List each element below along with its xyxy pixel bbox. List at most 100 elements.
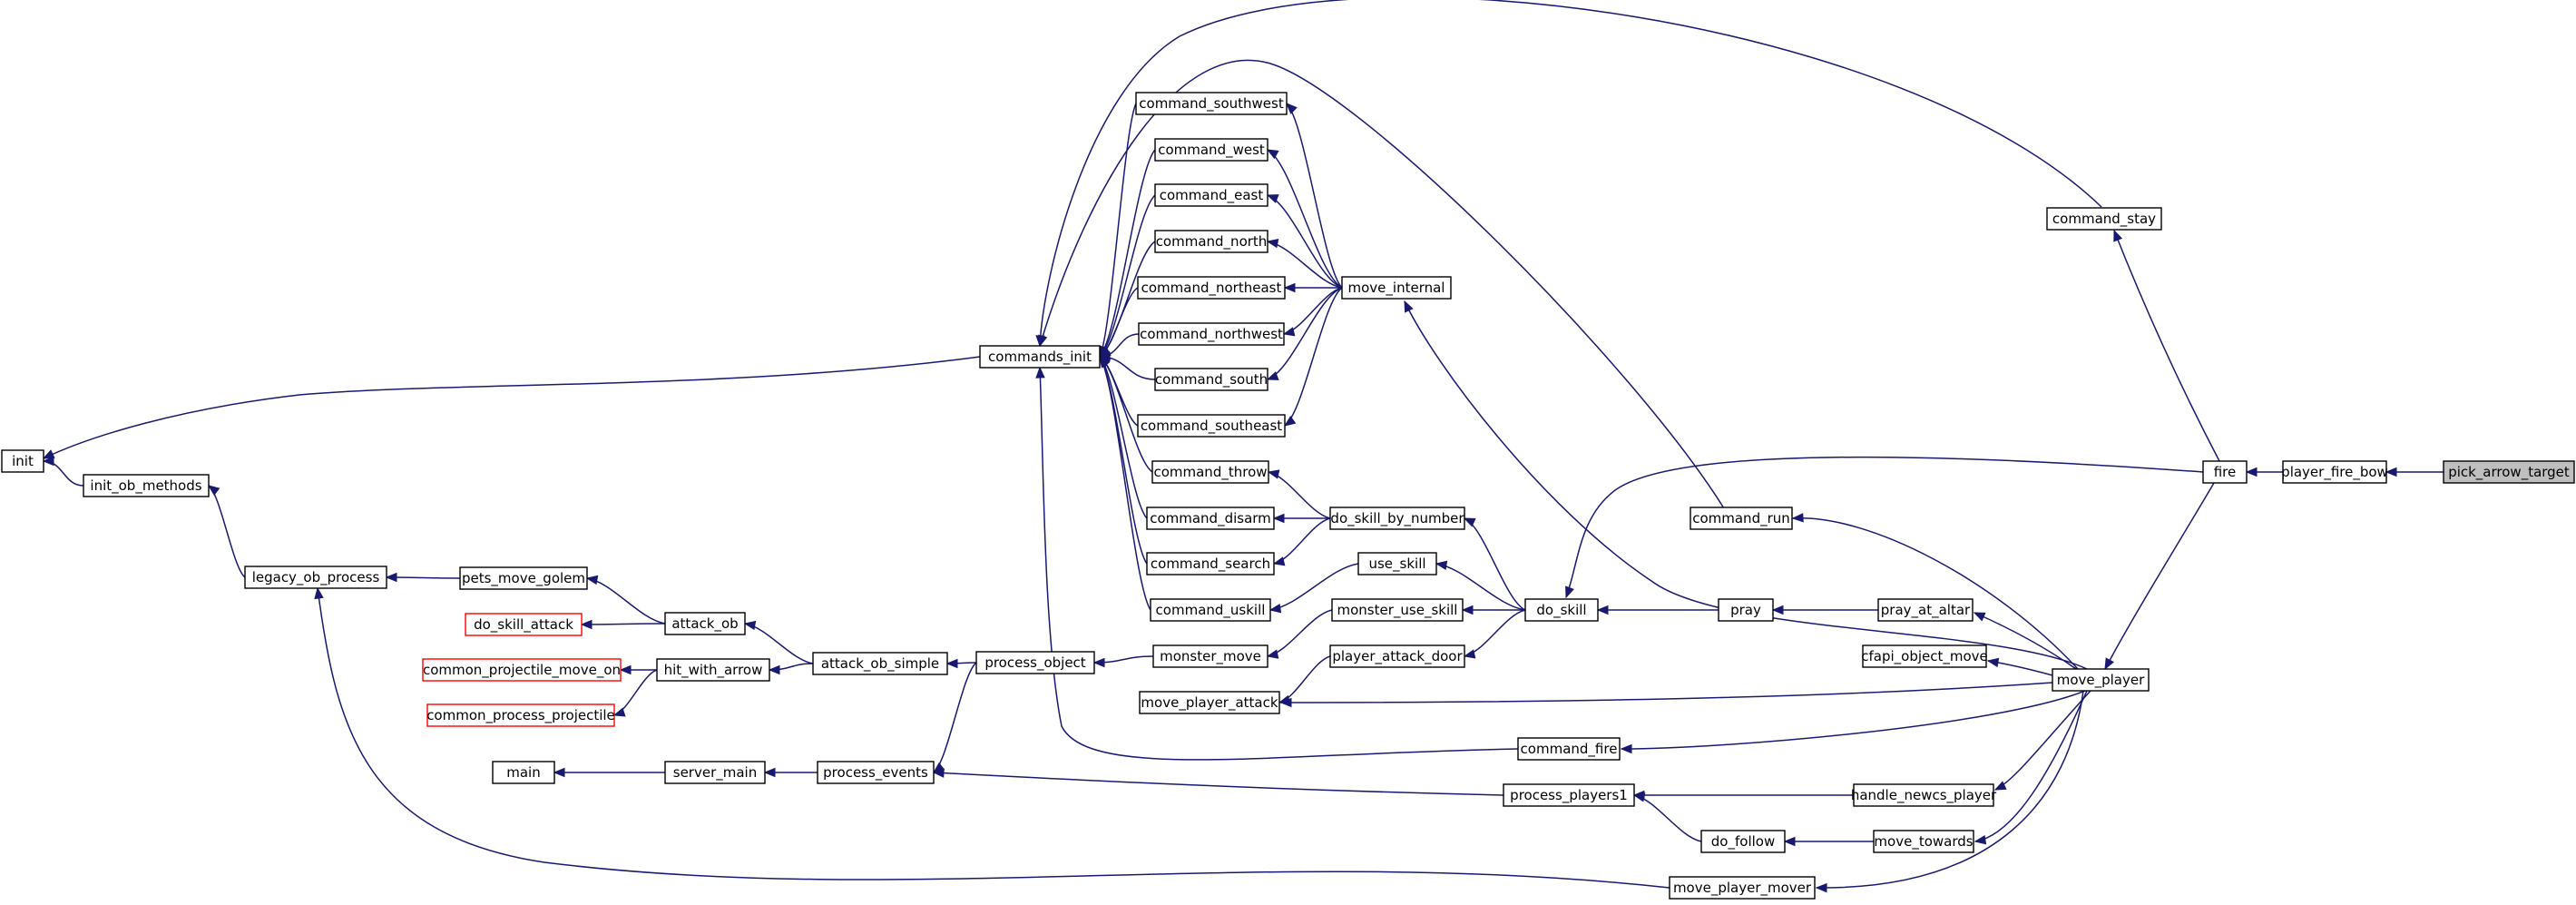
node-box (1135, 92, 1288, 115)
node-move-internal[interactable]: move_internal (1341, 276, 1452, 300)
node-attack-ob[interactable]: attack_ob (664, 612, 746, 635)
node-do-skill-attack[interactable]: do_skill_attack (465, 613, 583, 636)
node-command-south[interactable]: command_south (1154, 368, 1268, 391)
edge-line (1280, 682, 2053, 703)
node-command-fire[interactable]: command_fire (1517, 737, 1621, 761)
node-label: cfapi_object_move (1861, 648, 1988, 665)
node-player-attack-door[interactable]: player_attack_door (1329, 644, 1465, 668)
node-handle-newcs-player[interactable]: handle_newcs_player (1851, 783, 1997, 807)
node-command-search[interactable]: command_search (1146, 552, 1275, 575)
node-label: command_east (1160, 187, 1264, 204)
node-label: init (12, 453, 34, 469)
node-command-uskill[interactable]: command_uskill (1150, 598, 1271, 622)
node-monster-use-skill[interactable]: monster_use_skill (1331, 598, 1464, 622)
edge-arrowhead (1974, 834, 1987, 845)
edge-line (1565, 456, 2204, 598)
node-box (979, 345, 1101, 369)
node-box (1690, 507, 1793, 530)
edge-arrowhead (1272, 556, 1286, 566)
node-command-southwest[interactable]: command_southwest (1135, 92, 1288, 115)
node-init[interactable]: init (1, 449, 44, 473)
edge-arrowhead (1993, 781, 2007, 791)
node-move-player[interactable]: move_player (2052, 668, 2150, 692)
node-move-towards[interactable]: move_towards (1873, 830, 1974, 853)
edge-line (1404, 300, 2088, 670)
node-command-east[interactable]: command_east (1154, 183, 1268, 207)
edge-line (1284, 287, 1343, 427)
edge-arrowhead (1463, 649, 1476, 659)
node-process-object[interactable]: process_object (975, 651, 1095, 674)
node-common-projectile-move-on[interactable]: common_projectile_move_on (422, 658, 622, 682)
edge-pray-to-do_skill (1596, 605, 1719, 615)
node-player-fire-bow[interactable]: player_fire_bow (2281, 460, 2388, 484)
node-command-west[interactable]: command_west (1154, 138, 1268, 162)
node-command-southeast[interactable]: command_southeast (1137, 414, 1286, 438)
edge-process_events-to-server_main (763, 767, 818, 778)
edge-do_skill-to-player_attack_door (1463, 609, 1526, 659)
edge-arrowhead (1815, 882, 1827, 893)
node-legacy-ob-process[interactable]: legacy_ob_process (244, 566, 387, 589)
node-command-northeast[interactable]: command_northeast (1137, 276, 1286, 300)
edge-player_attack_door-to-move_player_attack (1278, 655, 1331, 705)
edge-line (1273, 517, 1331, 565)
node-move-player-mover[interactable]: move_player_mover (1669, 876, 1816, 900)
edge-fire-to-command_stay (2113, 229, 2220, 462)
node-box (1718, 598, 1774, 622)
node-label: pray_at_altar (1881, 602, 1971, 619)
edge-line (1816, 690, 2084, 889)
node-command-stay[interactable]: command_stay (2046, 207, 2162, 231)
node-server-main[interactable]: server_main (664, 761, 766, 784)
edge-arrowhead (553, 767, 565, 778)
node-main[interactable]: main (492, 761, 555, 784)
node-do-follow[interactable]: do_follow (1700, 830, 1786, 853)
node-fire[interactable]: fire (2202, 460, 2248, 484)
node-box (2443, 460, 2575, 484)
edge-line (586, 577, 666, 625)
node-label: main (506, 764, 540, 781)
node-process-events[interactable]: process_events (817, 761, 935, 784)
edge-move_internal-to-command_west (1266, 149, 1343, 289)
node-command-north[interactable]: command_north (1154, 230, 1268, 253)
node-label: common_process_projectile (426, 707, 615, 724)
node-process-players1[interactable]: process_players1 (1503, 783, 1635, 807)
node-command-throw[interactable]: command_throw (1151, 460, 1269, 484)
node-pray[interactable]: pray (1718, 598, 1774, 622)
node-command-disarm[interactable]: command_disarm (1146, 507, 1275, 530)
edge-line (744, 623, 814, 664)
edge-line (1994, 690, 2091, 791)
node-do-skill[interactable]: do_skill (1524, 598, 1599, 622)
node-pick-arrow-target[interactable]: pick_arrow_target (2443, 460, 2575, 484)
edge-line (1099, 149, 1156, 358)
node-box (1154, 183, 1268, 207)
edge-move_player_mover-to-legacy_ob_process (314, 586, 1670, 889)
node-pets-move-golem[interactable]: pets_move_golem (459, 566, 588, 590)
node-box (1154, 138, 1268, 162)
edge-move_internal-to-command_southwest (1286, 103, 1343, 289)
node-commands-init[interactable]: commands_init (979, 345, 1101, 369)
node-common-process-projectile[interactable]: common_process_projectile (426, 703, 615, 727)
edge-arrowhead (1565, 585, 1574, 599)
edge-arrowhead (1266, 649, 1279, 659)
node-attack-ob-simple[interactable]: attack_ob_simple (812, 652, 948, 675)
node-hit-with-arrow[interactable]: hit_with_arrow (656, 658, 770, 682)
node-label: player_fire_bow (2281, 464, 2388, 481)
edge-monster_use_skill-to-monster_move (1266, 609, 1333, 659)
edge-do_skill-to-use_skill (1435, 560, 1526, 611)
node-label: do_skill_attack (474, 616, 573, 634)
node-box (1146, 507, 1275, 530)
node-move-player-attack[interactable]: move_player_attack (1139, 691, 1280, 714)
node-command-northwest[interactable]: command_northwest (1138, 322, 1285, 346)
edge-do_skill_by_number-to-command_search (1272, 517, 1331, 566)
node-cfapi-object-move[interactable]: cfapi_object_move (1861, 644, 1988, 668)
node-pray-at-altar[interactable]: pray_at_altar (1877, 598, 1974, 622)
edge-arrowhead (1266, 149, 1279, 160)
edge-arrowhead (2104, 657, 2114, 671)
node-use-skill[interactable]: use_skill (1357, 552, 1437, 575)
node-monster-move[interactable]: monster_move (1152, 644, 1268, 668)
node-init-ob-methods[interactable]: init_ob_methods (83, 474, 210, 497)
node-box (1146, 552, 1275, 575)
node-command-run[interactable]: command_run (1690, 507, 1793, 530)
edge-arrowhead (1272, 513, 1285, 524)
node-do-skill-by-number[interactable]: do_skill_by_number (1329, 507, 1465, 530)
